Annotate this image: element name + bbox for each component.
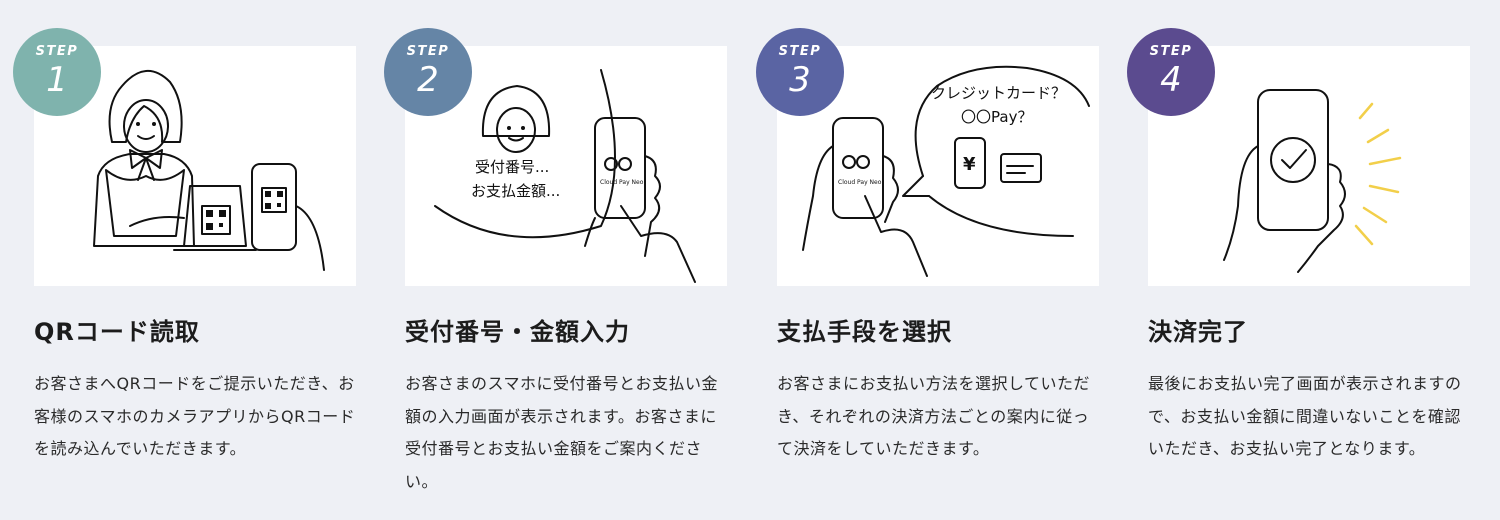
phone-brand: Cloud Pay Neo — [838, 179, 882, 186]
step-2-badge: STEP 2 — [384, 28, 472, 116]
step-4: STEP 4 決済完了 最後にお支払い完了画面が表示されますので、お支払い金額に… — [1127, 0, 1470, 520]
step-title: 支払手段を選択 — [777, 318, 952, 346]
bubble-line-2: 〇〇Pay？ — [961, 108, 1032, 126]
yen-symbol: ¥ — [963, 154, 976, 175]
step-title: 決済完了 — [1148, 318, 1248, 346]
bubble-line-2: お支払金額... — [471, 182, 560, 200]
phone-entry-illustration: 受付番号... お支払金額... Cloud Pay Neo — [434, 69, 696, 283]
step-number: 2 — [417, 60, 439, 100]
step-2: 受付番号... お支払金額... Cloud Pay Neo STEP 2 受付… — [384, 0, 727, 520]
phone-brand: Cloud Pay Neo — [600, 179, 644, 186]
payment-complete-illustration — [1223, 89, 1402, 273]
clerk-qr-illustration — [93, 70, 325, 271]
step-3-badge: STEP 3 — [756, 28, 844, 116]
step-number: 3 — [789, 60, 811, 100]
step-description: お客さまのスマホに受付番号とお支払い金額の入力画面が表示されます。お客さまに受付… — [405, 374, 719, 491]
step-1: STEP 1 QRコード読取 お客さまへQRコードをご提示いただき、お客様のスマ… — [13, 0, 356, 520]
step-label: STEP — [406, 44, 450, 59]
step-title: QRコード読取 — [34, 318, 200, 346]
step-description: お客さまへQRコードをご提示いただき、お客様のスマホのカメラアプリからQRコード… — [34, 374, 356, 458]
step-4-badge: STEP 4 — [1127, 28, 1215, 116]
step-label: STEP — [1149, 44, 1193, 59]
step-title: 受付番号・金額入力 — [405, 318, 630, 346]
step-number: 4 — [1160, 60, 1182, 100]
step-1-badge: STEP 1 — [13, 28, 101, 116]
step-label: STEP — [35, 44, 79, 59]
step-number: 1 — [46, 60, 68, 100]
bubble-line-1: クレジットカード？ — [931, 84, 1066, 102]
step-description: 最後にお支払い完了画面が表示されますので、お支払い金額に間違いないことを確認いた… — [1148, 374, 1462, 458]
step-label: STEP — [778, 44, 822, 59]
step-description: お客さまにお支払い方法を選択していただき、それぞれの決済方法ごとの案内に従って決… — [777, 374, 1091, 458]
step-3: クレジットカード？ 〇〇Pay？ ¥ Cloud Pay Neo STEP 3 … — [756, 0, 1099, 520]
bubble-line-1: 受付番号... — [475, 158, 549, 176]
payment-method-illustration: クレジットカード？ 〇〇Pay？ ¥ Cloud Pay Neo — [802, 65, 1090, 277]
